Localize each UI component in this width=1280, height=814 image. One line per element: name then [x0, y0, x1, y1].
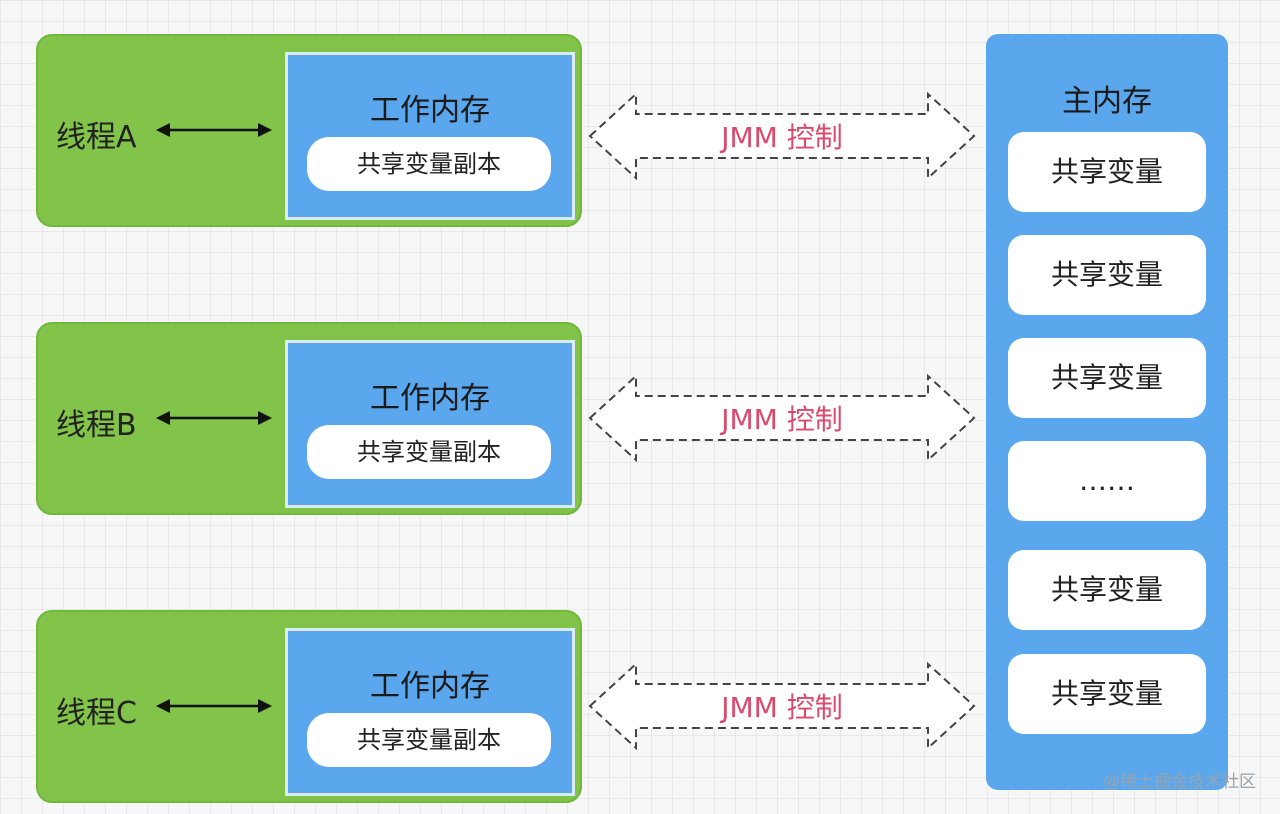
dashed-double-arrow-icon [588, 91, 976, 181]
jmm-control-arrow-b: JMM 控制 [586, 370, 978, 466]
thread-a-work-memory: 工作内存 共享变量副本 [285, 52, 575, 220]
jmm-control-arrow-a: JMM 控制 [586, 88, 978, 184]
dashed-double-arrow-icon [588, 661, 976, 751]
thread-a-work-memory-title: 工作内存 [370, 93, 490, 128]
jmm-control-label-c: JMM 控制 [721, 691, 843, 724]
thread-a-bidirectional-arrow [156, 123, 272, 137]
jmm-control-label-b: JMM 控制 [721, 403, 843, 436]
thread-a-shared-variable-copy: 共享变量副本 [307, 137, 551, 191]
thread-c-bidirectional-arrow [156, 699, 272, 713]
thread-b-label: 线程B [56, 408, 137, 443]
thread-a-box: 线程A 工作内存 共享变量副本 [36, 34, 582, 227]
thread-b-work-memory-title: 工作内存 [370, 381, 490, 416]
thread-c-shared-variable-copy: 共享变量副本 [307, 713, 551, 767]
thread-c-box: 线程C 工作内存 共享变量副本 [36, 610, 582, 803]
main-memory-shared-variable: 共享变量 [1008, 654, 1206, 734]
thread-b-work-memory: 工作内存 共享变量副本 [285, 340, 575, 508]
main-memory-box: 主内存 共享变量 共享变量 共享变量 …… 共享变量 共享变量 [986, 34, 1228, 790]
jmm-control-arrow-c: JMM 控制 [586, 658, 978, 754]
main-memory-shared-variable: 共享变量 [1008, 235, 1206, 315]
main-memory-shared-variable: 共享变量 [1008, 338, 1206, 418]
main-memory-shared-variable: 共享变量 [1008, 132, 1206, 212]
thread-b-bidirectional-arrow [156, 411, 272, 425]
thread-c-label: 线程C [56, 696, 137, 731]
thread-b-shared-variable-copy: 共享变量副本 [307, 425, 551, 479]
dashed-double-arrow-icon [588, 373, 976, 463]
watermark: @稀土掘金技术社区 [1103, 772, 1256, 792]
thread-c-work-memory: 工作内存 共享变量副本 [285, 628, 575, 796]
thread-b-box: 线程B 工作内存 共享变量副本 [36, 322, 582, 515]
main-memory-ellipsis: …… [1008, 441, 1206, 521]
thread-c-work-memory-title: 工作内存 [370, 669, 490, 704]
thread-a-label: 线程A [56, 120, 137, 155]
main-memory-title: 主内存 [1062, 84, 1152, 119]
jmm-control-label-a: JMM 控制 [721, 121, 843, 154]
main-memory-shared-variable: 共享变量 [1008, 550, 1206, 630]
